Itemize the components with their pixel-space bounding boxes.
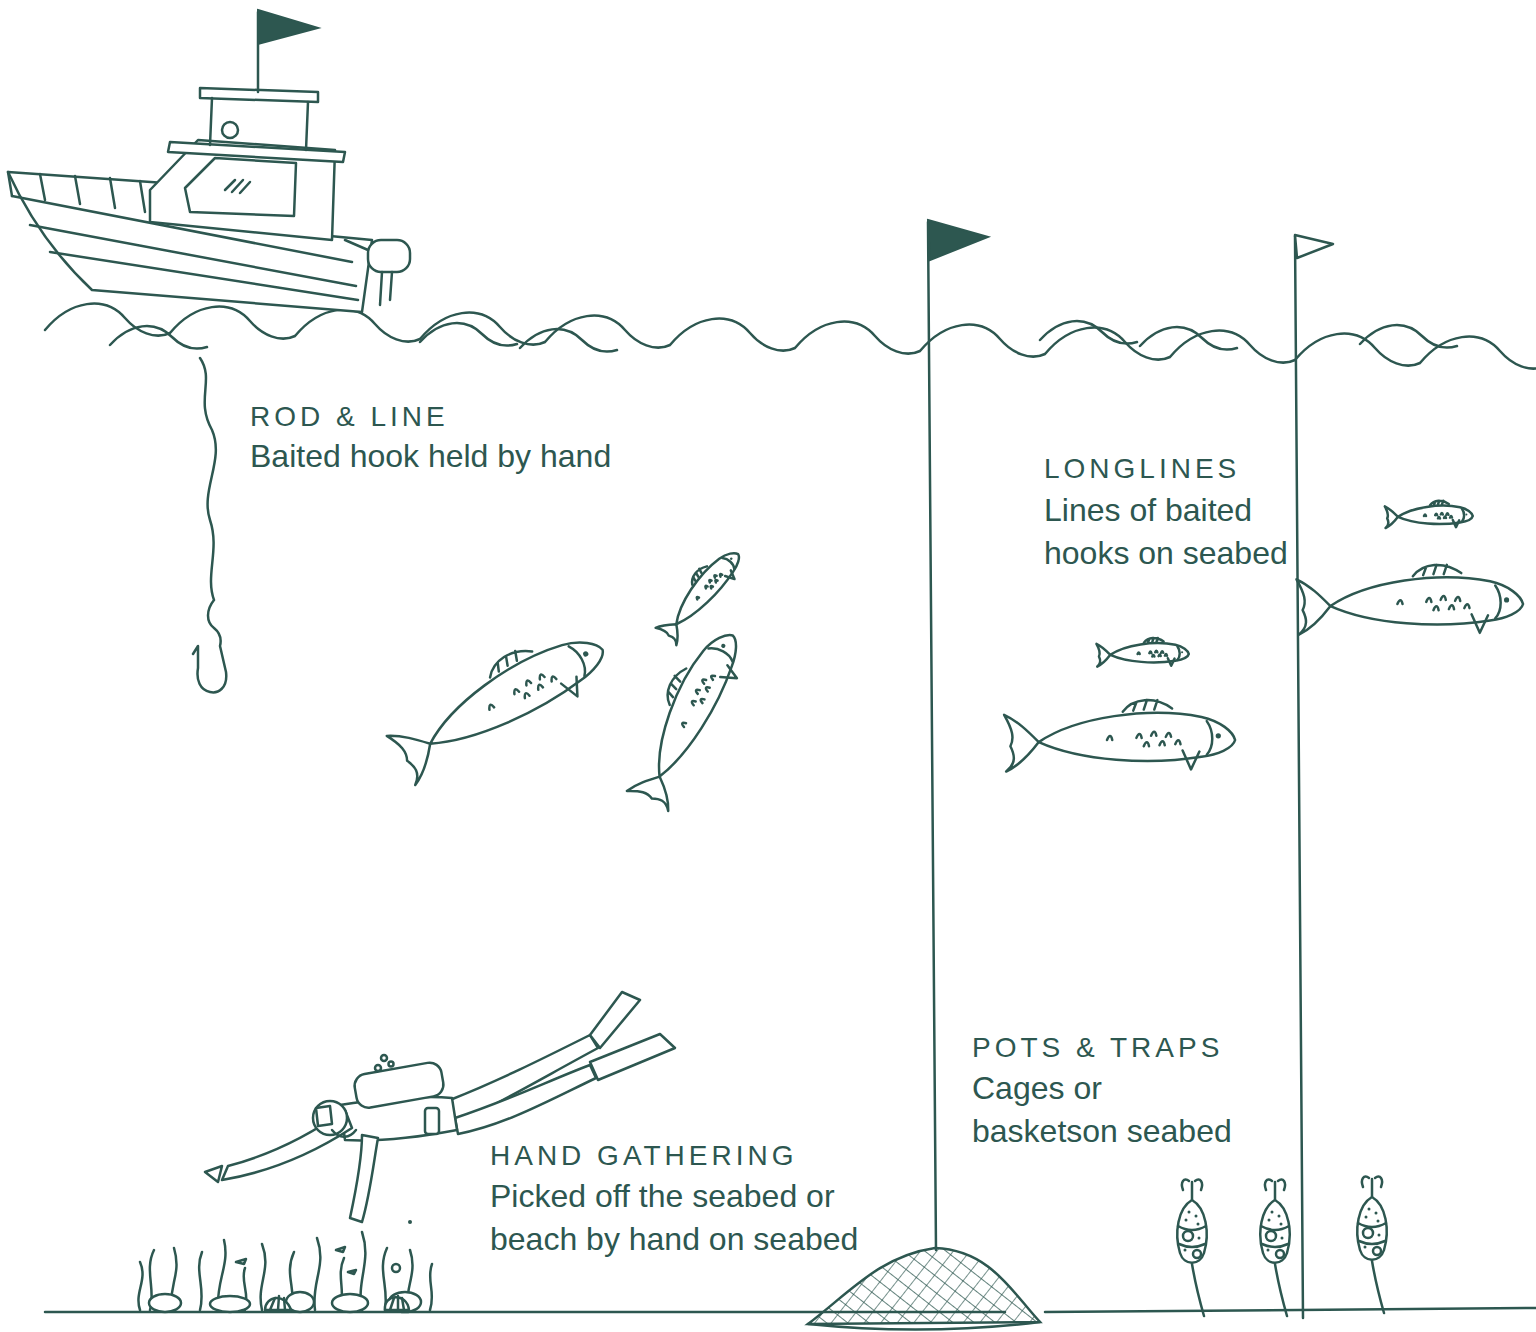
method-description: Baited hook held by hand: [250, 435, 750, 478]
seaweed-and-rocks: [236, 1247, 356, 1274]
net-trap: [808, 1248, 1040, 1330]
fish: [380, 614, 617, 785]
scuba-diver: [350, 1135, 378, 1222]
fishing-boat: [210, 98, 308, 150]
sea-surface-wave: [110, 321, 1457, 351]
fishing-boat: [185, 158, 296, 216]
fishing-boat: [258, 10, 318, 44]
marker-buoy-flag: [1295, 236, 1303, 1318]
lobster-pot: [1357, 1177, 1386, 1313]
fish: [1096, 638, 1188, 667]
net-trap: [808, 1248, 1040, 1324]
seaweed-and-rocks: [270, 1296, 285, 1310]
seaweed-and-rocks: [408, 1220, 412, 1224]
method-description: Cages or basketson seabed: [972, 1067, 1244, 1153]
seaweed-and-rocks: [332, 1294, 368, 1312]
fishing-boat: [8, 172, 145, 212]
fishing-boat: [8, 10, 410, 312]
scuba-diver: [590, 992, 640, 1048]
fishing-boat: [368, 240, 410, 272]
fishing-boat: [225, 180, 250, 193]
net-trap: [808, 1322, 1040, 1330]
seaweed-and-rocks: [149, 1294, 181, 1312]
lobster-pot: [1177, 1180, 1206, 1316]
seaweed-and-rocks: [138, 1232, 432, 1310]
scuba-diver: [381, 1055, 387, 1061]
scuba-diver: [375, 1065, 381, 1071]
marker-buoy-flag: [1295, 235, 1333, 1318]
scuba-diver: [353, 1061, 446, 1110]
method-heading: POTS & TRAPS: [972, 1030, 1372, 1066]
scuba-diver: [389, 1062, 394, 1067]
seaweed-and-rocks: [138, 1220, 432, 1312]
method-description: Picked off the seabed or beach by hand o…: [490, 1175, 890, 1261]
seaweed-and-rocks: [210, 1296, 250, 1312]
fish: [1385, 501, 1473, 528]
seaweed-and-rocks: [390, 1296, 404, 1310]
fishing-line-hook: [193, 358, 226, 692]
marker-buoy-flag: [928, 220, 988, 260]
scuba-diver: [425, 1108, 439, 1134]
fishing-boat: [345, 240, 392, 305]
fish: [1296, 565, 1523, 635]
scuba-diver: [455, 1065, 596, 1134]
method-heading: ROD & LINE: [250, 399, 750, 435]
fish: [616, 620, 755, 812]
scuba-diver: [332, 1130, 356, 1137]
fishing-boat: [168, 142, 345, 162]
fishing-boat: [222, 122, 238, 138]
method-heading: HAND GATHERING: [490, 1138, 990, 1174]
lobster-pot: [1260, 1180, 1289, 1316]
method-description: Lines of baited hooks on seabed: [1044, 489, 1314, 575]
marker-buoy-flag: [928, 222, 936, 1250]
scuba-diver: [590, 1034, 675, 1080]
scuba-diver: [316, 1106, 332, 1126]
marker-buoy-flag: [1295, 235, 1333, 258]
scuba-diver: [313, 1101, 347, 1135]
fish: [1004, 700, 1235, 771]
fish: [650, 541, 749, 645]
sea-surface-wave: [45, 304, 1536, 369]
seaweed-and-rocks: [392, 1264, 400, 1272]
method-heading: LONGLINES: [1044, 451, 1444, 487]
scuba-diver: [205, 1166, 222, 1182]
